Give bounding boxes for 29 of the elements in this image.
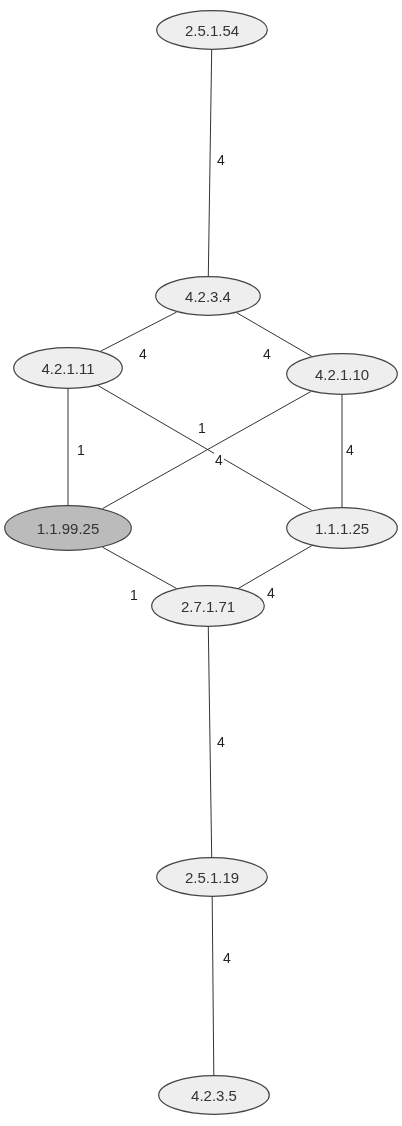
node-label: 1.1.99.25 [36, 519, 100, 537]
node-label: 4.2.1.10 [314, 365, 370, 383]
node-label: 4.2.1.11 [41, 359, 95, 377]
connector-line [211, 896, 215, 1076]
connector-line [236, 312, 313, 357]
edge-label: 1 [76, 442, 86, 458]
node-label: 2.7.1.71 [180, 597, 236, 615]
connector-line [100, 311, 178, 352]
connector-line [102, 546, 178, 589]
edge-label: 4 [216, 152, 226, 168]
edge-label: 1 [129, 587, 139, 603]
node-label: 1.1.1.25 [314, 519, 370, 537]
connector-line [341, 394, 343, 508]
edge-label: 4 [266, 585, 276, 601]
edge-label: 4 [138, 346, 148, 362]
node-label: 2.5.1.19 [184, 868, 240, 886]
edge-label: 4 [262, 346, 272, 362]
node-label: 4.2.3.5 [191, 1086, 237, 1104]
edge-label: 4 [222, 950, 232, 966]
connector-line [207, 49, 213, 277]
edge-label: 4 [214, 452, 224, 468]
connector-line [207, 626, 213, 858]
connector-line [67, 388, 69, 506]
edge-label: 1 [197, 420, 207, 436]
edge-label: 4 [216, 734, 226, 750]
edge-label: 4 [345, 442, 355, 458]
connector-line [238, 545, 313, 589]
node-label: 2.5.1.54 [184, 21, 240, 39]
node-label: 4.2.3.4 [185, 287, 231, 305]
